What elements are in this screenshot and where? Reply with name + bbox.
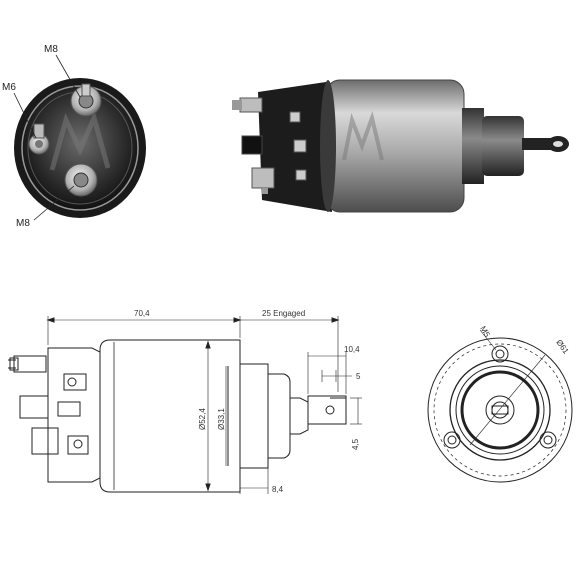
bolt-hole-top-icon bbox=[491, 345, 509, 363]
side-terminal-mid-icon bbox=[241, 135, 263, 155]
bottom-terminal-stud-icon bbox=[64, 163, 98, 197]
bolt-hole-left-icon bbox=[443, 431, 461, 449]
bolt-hole-right-icon bbox=[539, 431, 557, 449]
dim-eye-hole: 4,5 bbox=[351, 438, 360, 450]
dim-flange-thickness: 8,4 bbox=[272, 485, 284, 494]
drawing-body-outline bbox=[99, 339, 241, 493]
dim-bolt-hole: M5 bbox=[478, 325, 492, 340]
left-terminal-stud-icon bbox=[28, 123, 50, 155]
dim-body-diameter: Ø52,4 bbox=[198, 408, 207, 430]
dim-overall-length: 70,4 bbox=[134, 309, 150, 318]
dim-engaged-travel: 25 Engaged bbox=[262, 309, 305, 318]
dim-bolt-circle: Ø61 bbox=[554, 338, 570, 356]
photo-side-view bbox=[232, 79, 569, 213]
side-terminal-top-icon bbox=[232, 97, 263, 113]
brand-logo-icon bbox=[49, 110, 111, 171]
top-terminal-stud-icon bbox=[70, 83, 102, 117]
dim-slot-width: 5 bbox=[356, 372, 361, 381]
drawing-side-view bbox=[8, 316, 362, 494]
plunger-eye-icon bbox=[522, 136, 569, 152]
drawing-neck bbox=[239, 363, 269, 469]
dim-plunger-length: 10,4 bbox=[344, 345, 360, 354]
label-left-m6: M6 bbox=[2, 82, 16, 93]
end-view-outer bbox=[427, 337, 573, 483]
drawing-flange bbox=[267, 373, 291, 459]
end-view-boss bbox=[449, 359, 551, 461]
can-logo-icon bbox=[342, 110, 384, 161]
side-terminal-bottom-icon bbox=[251, 167, 275, 194]
photo-front-view: M8 M6 M8 bbox=[2, 44, 146, 229]
plunger-neck bbox=[462, 108, 484, 184]
label-top-m8: M8 bbox=[44, 44, 58, 55]
end-view-hub bbox=[485, 395, 515, 425]
dim-neck-diameter: Ø33,1 bbox=[217, 408, 226, 430]
label-bottom-m8: M8 bbox=[16, 218, 30, 229]
drawing-end-view bbox=[427, 329, 573, 483]
drawing-terminal-block bbox=[47, 347, 101, 483]
drawing-plunger bbox=[307, 395, 347, 425]
